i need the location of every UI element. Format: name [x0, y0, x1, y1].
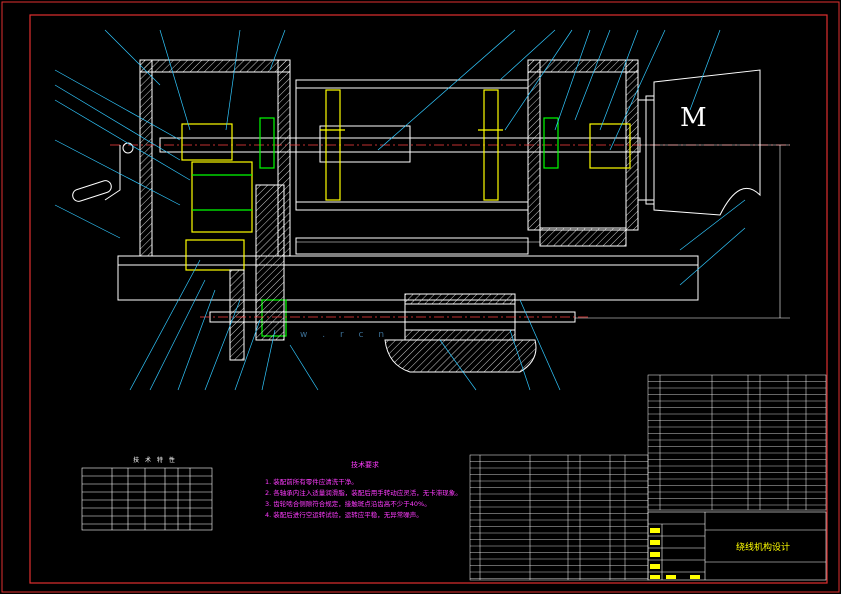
- parts-list-lower: [469, 454, 649, 581]
- carriage-body: [384, 339, 537, 373]
- inner-frame: [29, 14, 828, 584]
- base-plate: [117, 255, 699, 301]
- spec-table-title: 技 术 特 性: [133, 457, 177, 464]
- parts-list-upper: [647, 374, 827, 511]
- drum-spokes: [181, 89, 631, 201]
- dimension-lines: [296, 144, 790, 319]
- parts-list-lower-rows: [470, 461, 648, 579]
- title-block-marks: [650, 528, 700, 579]
- technical-requirements-title: 技术要求: [351, 461, 379, 469]
- technical-requirements: 技术要求 1. 装配前所有零件应清洗干净。 2. 各轴承内注入适量润滑脂，装配后…: [265, 460, 465, 521]
- spec-table: [81, 467, 213, 531]
- requirement-item: 2. 各轴承内注入适量润滑脂，装配后用手转动应灵活，无卡滞现象。: [265, 489, 462, 497]
- hand-crank: [72, 142, 134, 202]
- leader-lines: [54, 29, 746, 391]
- motor: [637, 69, 761, 216]
- winding-drum: [295, 79, 529, 255]
- gearbox: [229, 184, 285, 361]
- watermark: w . r c n: [300, 330, 391, 340]
- title-block-title: 绕线机构设计: [735, 543, 790, 553]
- requirement-item: 1. 装配前所有零件应清洗干净。: [265, 478, 358, 486]
- requirement-item: 4. 装配后进行空运转试验，运转应平稳，无异常噪声。: [265, 511, 423, 519]
- requirement-item: 3. 齿轮啮合侧隙符合规定，接触斑点沿齿高不少于40%。: [265, 500, 431, 508]
- motor-label: M: [680, 103, 707, 133]
- parts-list-upper-rows: [648, 381, 826, 506]
- title-block: [647, 511, 827, 581]
